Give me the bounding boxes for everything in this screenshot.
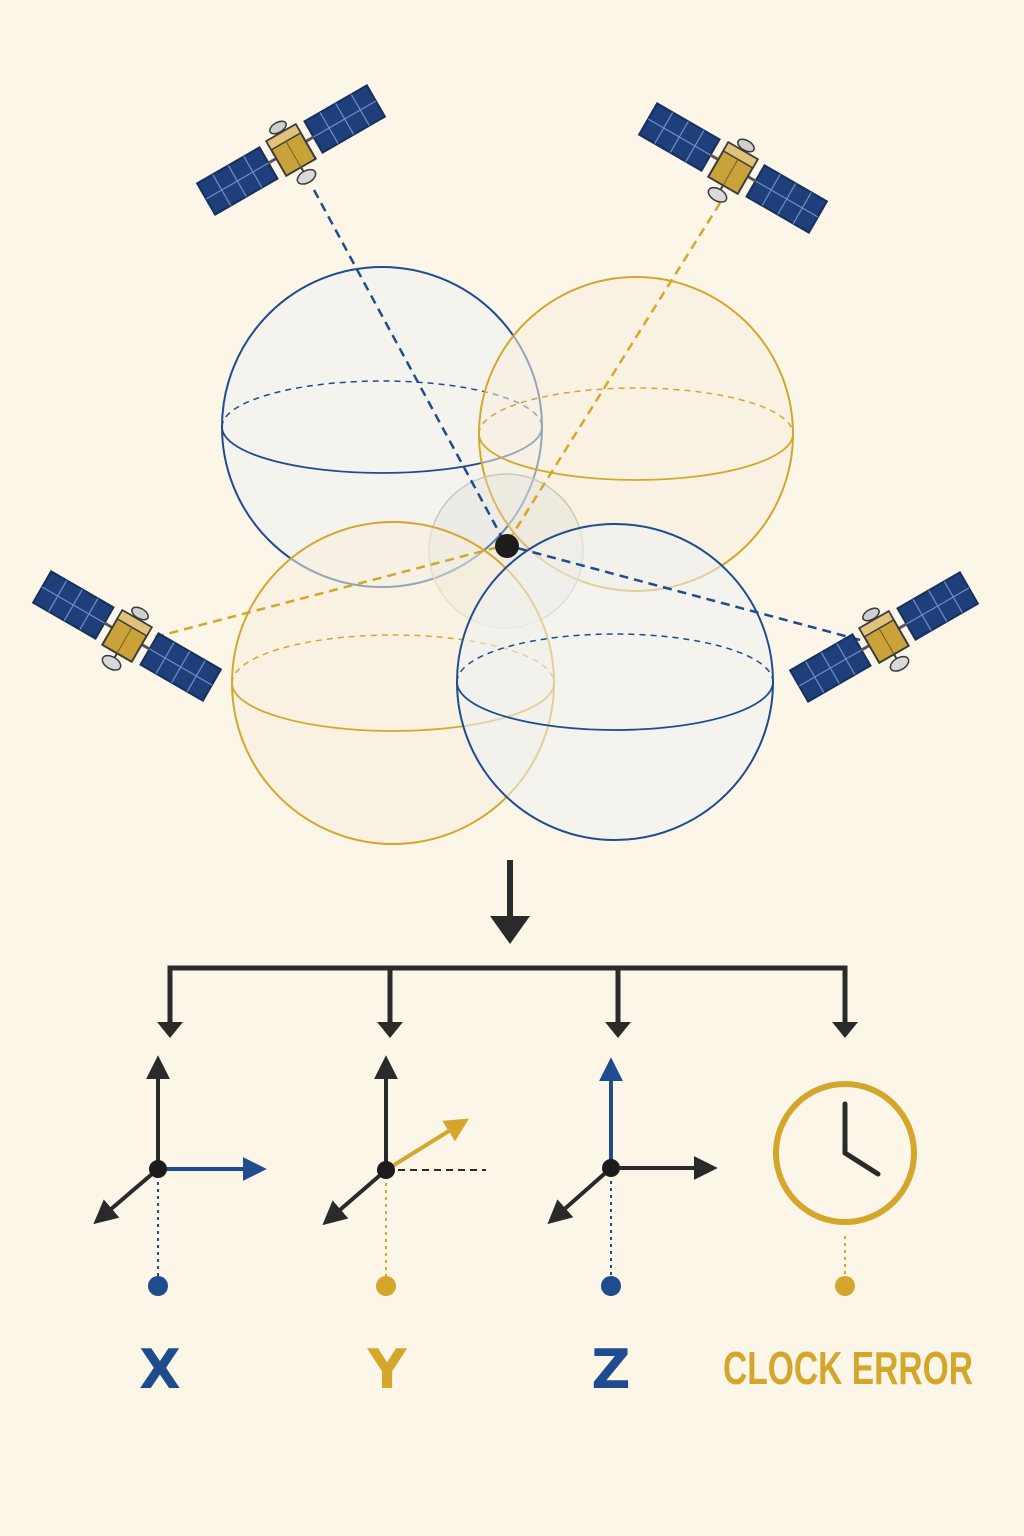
ray-top-right <box>504 202 722 546</box>
range-sphere-top-right <box>478 276 794 592</box>
range-rays <box>154 189 861 642</box>
axis-y-icon <box>322 1055 486 1296</box>
branch-arrowheads <box>157 1022 858 1038</box>
label-x: X <box>139 1338 181 1401</box>
branch-connector <box>167 965 848 1032</box>
ray-bottom-right <box>505 543 861 642</box>
label-y: Y <box>366 1338 407 1401</box>
satellite-top-right-icon <box>628 90 835 251</box>
ray-top-left <box>312 189 508 546</box>
satellite-bottom-right-icon <box>782 559 989 720</box>
range-sphere-bottom-right <box>456 523 774 841</box>
receiver-position-dot <box>495 534 519 558</box>
axis-z-icon <box>547 1057 718 1296</box>
satellite-bottom-left-icon <box>22 558 229 719</box>
axis-x-icon <box>93 1055 267 1296</box>
ray-bottom-left <box>154 543 507 639</box>
label-clock-error: CLOCK ERROR <box>723 1342 973 1394</box>
label-z: Z <box>591 1338 630 1401</box>
satellite-top-left-icon <box>189 72 396 233</box>
down-arrow-icon <box>490 860 530 944</box>
clock-icon <box>773 1081 917 1296</box>
range-spheres <box>221 266 794 845</box>
